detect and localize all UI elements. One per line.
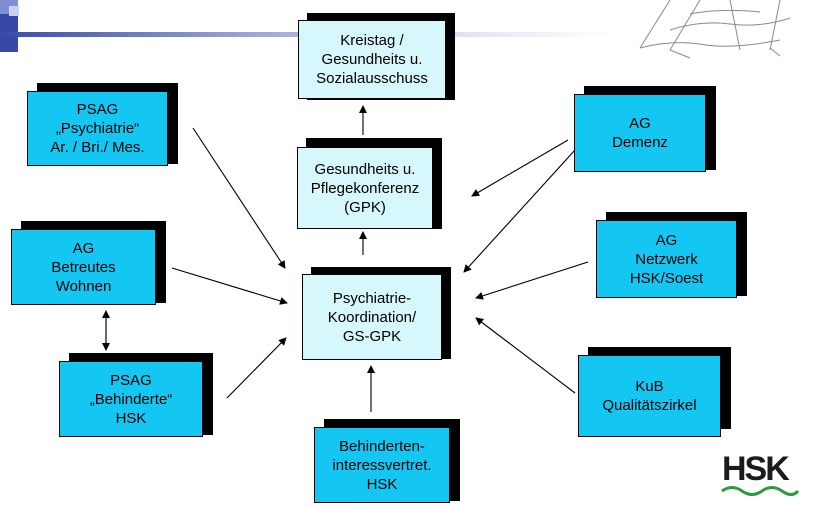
arrow-ag-betreutes [171, 267, 288, 305]
hsk-logo-wave-icon [721, 486, 800, 496]
node-kreistag-label: Kreistag / Gesundheits u. Sozialausschus… [316, 32, 428, 87]
arrow-netzwerk [475, 261, 589, 300]
arrow-psag-behinderte [226, 337, 287, 399]
corner-decoration-light [9, 6, 19, 16]
node-psag-psychiatrie-label: PSAG „Psychiatrie“ Ar. / Bri./ Mes. [50, 101, 145, 156]
node-gpk-label: Gesundheits u. Pflegekonferenz (GPK) [310, 160, 420, 216]
node-ag-betreutes-label: AG Betreutes Wohnen [51, 239, 116, 295]
arrow-demenz-to-koordination [463, 149, 576, 273]
spider-web-icon [639, 0, 791, 59]
node-koordination-label: Psychiatrie- Koordination/ GS-GPK [327, 289, 417, 345]
node-ag-demenz-label: AG Demenz [612, 115, 668, 151]
hsk-logo: HSK [722, 450, 790, 489]
node-kub-label: KuB Qualitätszirkel [602, 378, 697, 414]
arrow-kub [475, 317, 576, 394]
arrow-psag-psychiatrie [192, 127, 286, 269]
arrow-demenz-to-gpk [471, 139, 569, 197]
node-behinderten-label: Behinderten- interessvertret. HSK [332, 437, 432, 493]
hsk-logo-text: HSK [722, 450, 790, 488]
node-ag-netzwerk-label: AG Netzwerk HSK/Soest [629, 231, 704, 287]
node-psag-behinderte-label: PSAG „Behinderte“ HSK [89, 371, 173, 427]
